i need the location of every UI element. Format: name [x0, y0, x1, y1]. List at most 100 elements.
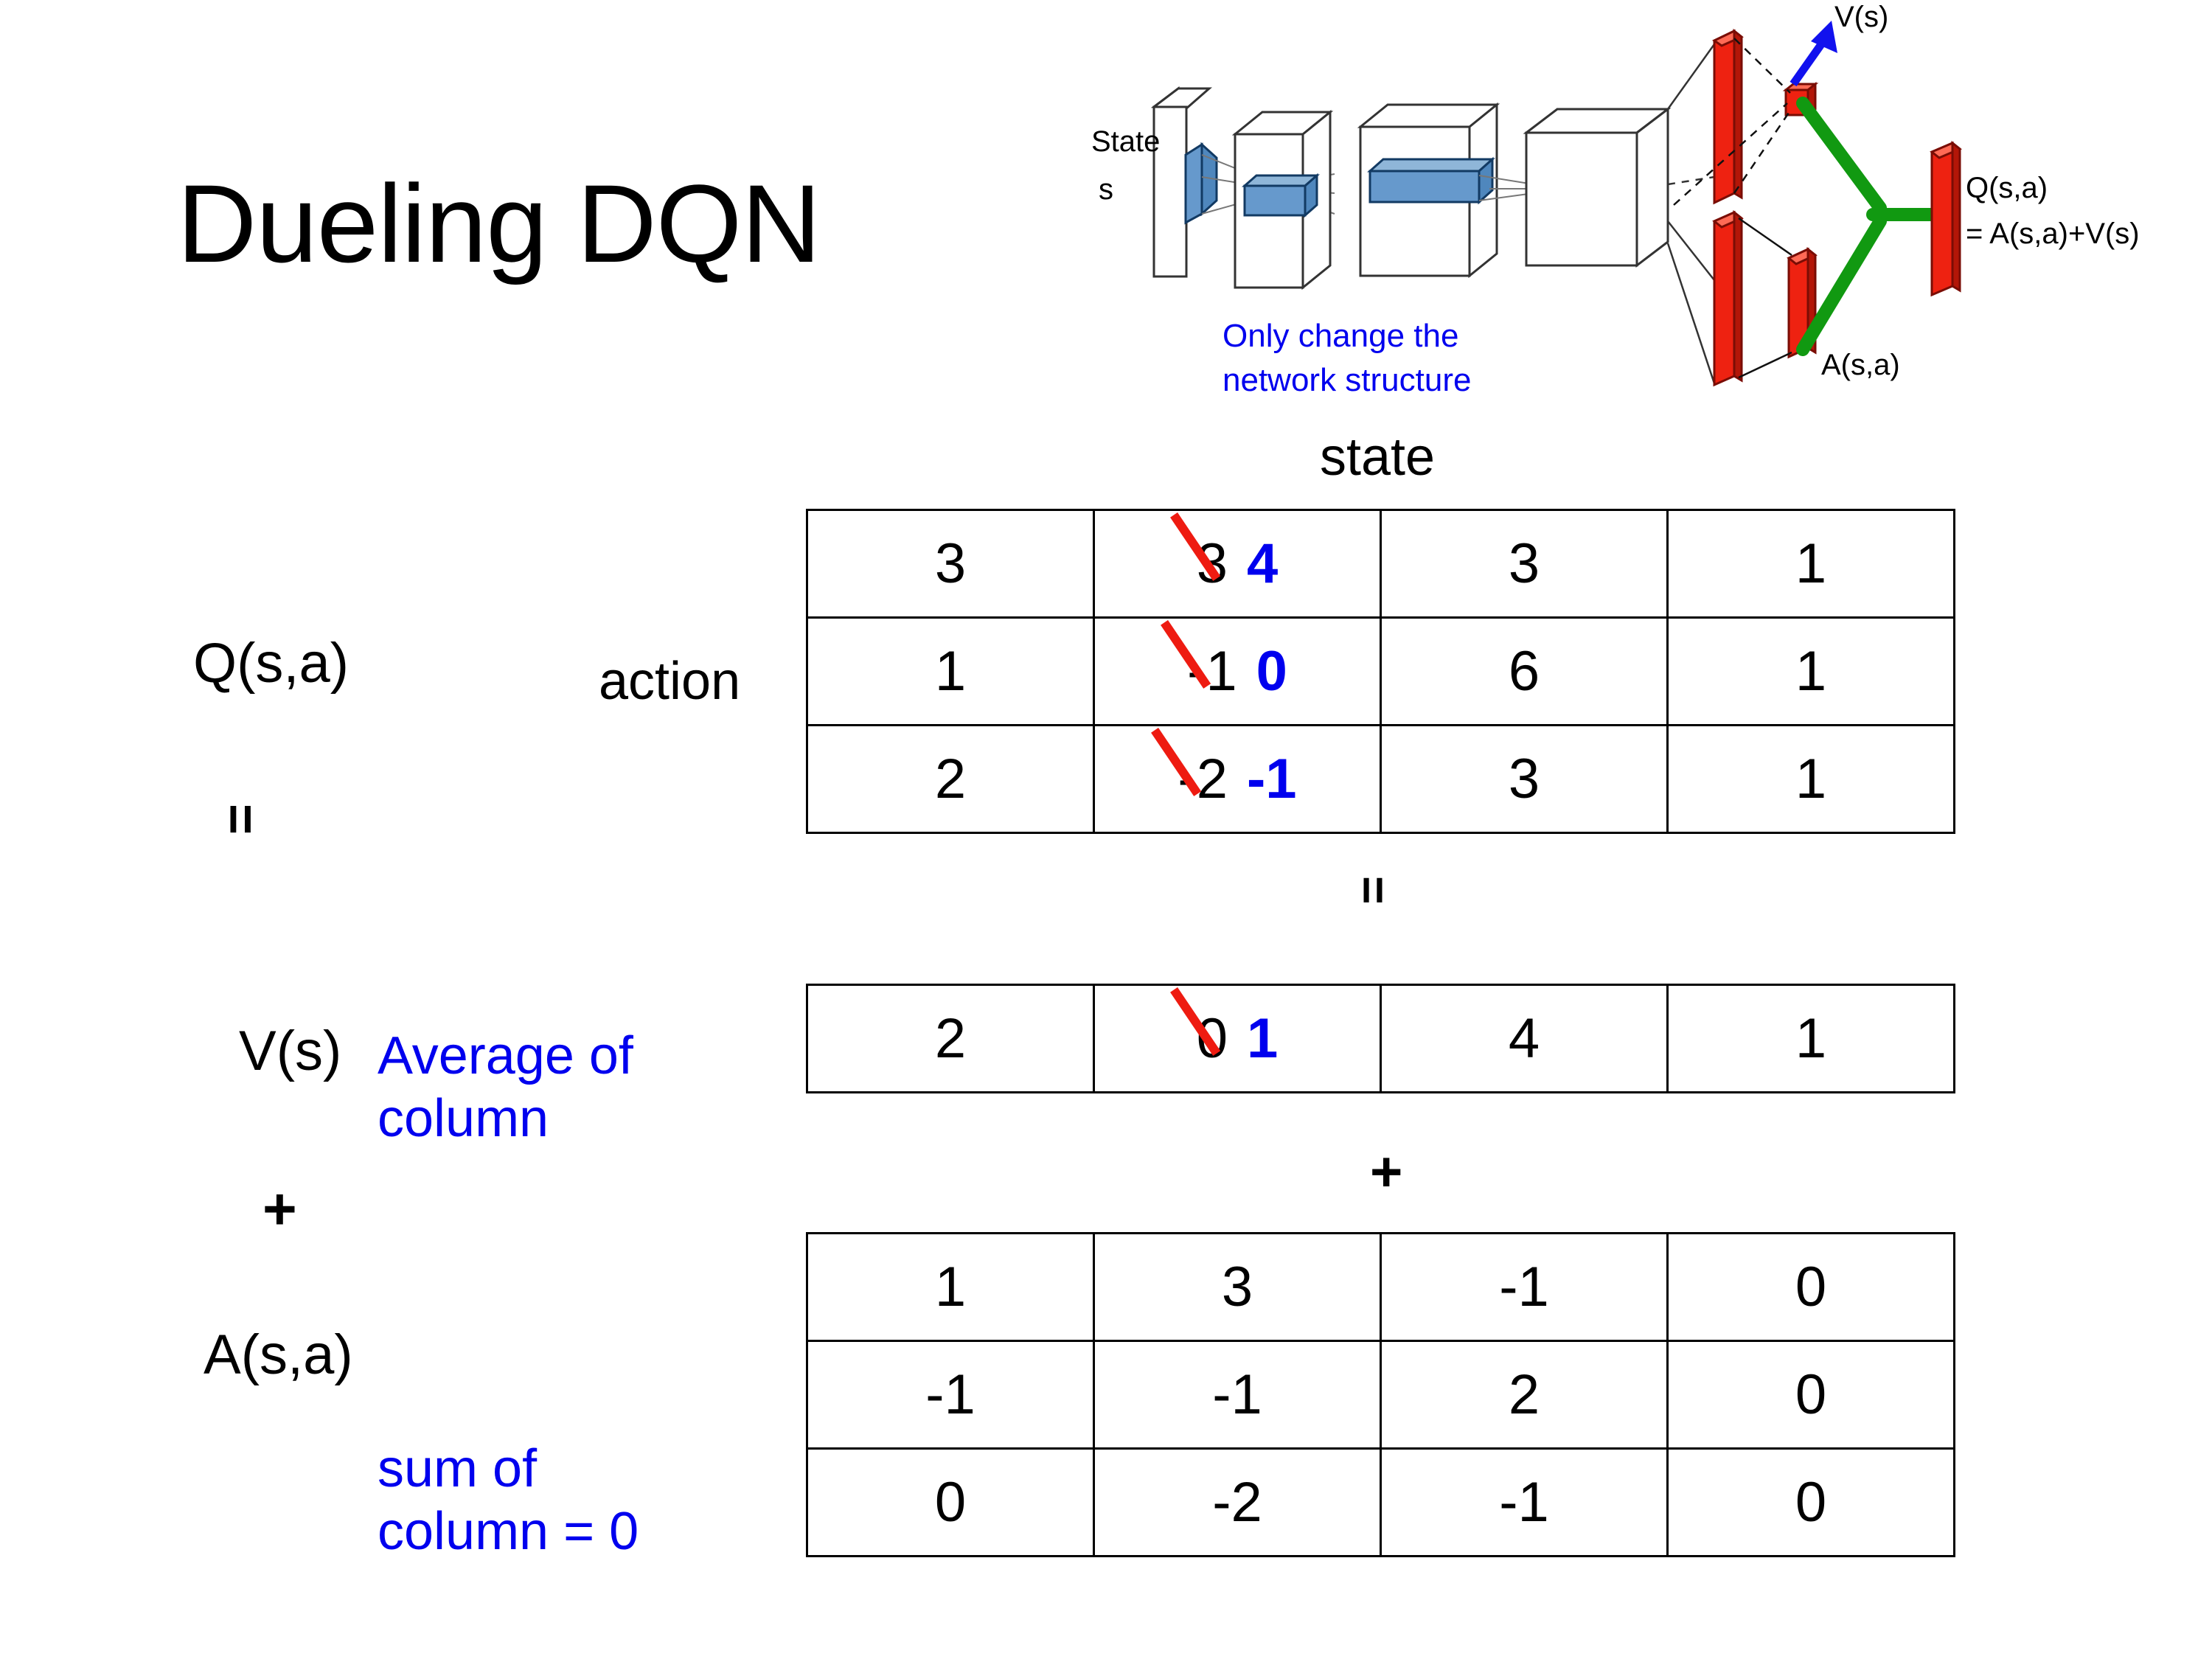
cell-value: 0: [1795, 1471, 1827, 1534]
cell-old-value: -1: [1187, 640, 1237, 703]
q-label-line1: Q(s,a): [1966, 172, 2048, 204]
advantage-links: [1738, 217, 1792, 379]
cell-q-2-3: 1: [1666, 724, 1955, 834]
cell-v-0-2: 4: [1380, 984, 1669, 1093]
cell-value: 1: [1795, 1007, 1827, 1070]
cell-value: 1: [1795, 532, 1827, 595]
cell-value: 4: [1508, 1007, 1540, 1070]
cell-value: 3: [1508, 532, 1540, 595]
advantage-value-table: 1 3 -1 0 -1 -1 2 0 0 -2 -1 0: [806, 1232, 1955, 1557]
cell-q-2-0: 2: [806, 724, 1095, 834]
state-axis-label: state: [1320, 428, 1436, 487]
v-table-label: V(s): [239, 1020, 342, 1082]
network-note-line2: network structure: [1222, 362, 1471, 398]
cell-value: 3: [934, 532, 967, 595]
value-label: V(s): [1834, 1, 1888, 33]
value-arrow-head: [1811, 21, 1837, 53]
cell-a-2-0: 0: [806, 1447, 1095, 1557]
cell-value: 2: [934, 1007, 967, 1070]
cell-q-1-0: 1: [806, 616, 1095, 726]
table-row: 1 -1 0 6 1: [806, 616, 1955, 726]
aggregation-green-links: [1796, 97, 1938, 356]
cell-q-1-1: -1 0: [1093, 616, 1382, 726]
cell-value: 2: [934, 748, 967, 810]
cell-q-1-3: 1: [1666, 616, 1955, 726]
cell-q-2-2: 3: [1380, 724, 1669, 834]
cell-old-value: -2: [1178, 748, 1228, 810]
conv-cube-3: [1523, 106, 1672, 268]
cell-a-1-1: -1: [1093, 1340, 1382, 1450]
table-row: -1 -1 2 0: [806, 1340, 1955, 1450]
cell-old-value: 0: [1196, 1007, 1228, 1070]
cell-value: -1: [1499, 1471, 1549, 1534]
cell-q-1-2: 6: [1380, 616, 1669, 726]
v-value-table: 2 0 1 4 1: [806, 984, 1955, 1093]
cell-q-2-1: -2 -1: [1093, 724, 1382, 834]
state-input-label-line2: s: [1099, 173, 1113, 206]
advantage-label: A(s,a): [1821, 349, 1900, 381]
cell-new-value: 0: [1256, 640, 1287, 703]
sum-of-column-note: sum of column = 0: [378, 1439, 639, 1561]
equals-sign-middle: =: [1346, 876, 1401, 905]
value-dashed-links: [1673, 38, 1792, 206]
cell-a-1-0: -1: [806, 1340, 1095, 1450]
cell-value: 3: [1221, 1256, 1253, 1318]
cell-value: 1: [1795, 640, 1827, 703]
cell-a-1-2: 2: [1380, 1340, 1669, 1450]
cell-a-2-2: -1: [1380, 1447, 1669, 1557]
cell-v-0-0: 2: [806, 984, 1095, 1093]
a-table-label: A(s,a): [204, 1324, 353, 1386]
cell-a-2-1: -2: [1093, 1447, 1382, 1557]
q-value-table: 3 3 4 3 1 1 -1 0 6 1 2 -2 -1 3 1: [806, 509, 1955, 834]
average-of-column-note: Average of column: [378, 1026, 633, 1148]
action-axis-label: action: [599, 652, 741, 711]
plus-sign-left: +: [262, 1176, 297, 1242]
cell-a-0-2: -1: [1380, 1232, 1669, 1342]
cell-value: 1: [934, 640, 967, 703]
cell-a-0-1: 3: [1093, 1232, 1382, 1342]
cell-value: 0: [934, 1471, 967, 1534]
cell-value: -2: [1212, 1471, 1262, 1534]
table-row: 0 -2 -1 0: [806, 1447, 1955, 1557]
cell-a-0-0: 1: [806, 1232, 1095, 1342]
cell-value: 6: [1508, 640, 1540, 703]
cell-value: -1: [1499, 1256, 1549, 1318]
cell-value: -1: [1212, 1363, 1262, 1426]
cell-value: 1: [1795, 748, 1827, 810]
cell-value: 0: [1795, 1363, 1827, 1426]
dueling-network-diagram: V(s) State s Only change the net: [1091, 0, 2212, 413]
cell-q-0-0: 3: [806, 509, 1095, 619]
cell-new-value: -1: [1247, 748, 1297, 810]
cell-value: -1: [925, 1363, 975, 1426]
cell-new-value: 4: [1247, 532, 1279, 595]
table-row: 2 0 1 4 1: [806, 984, 1955, 1093]
split-lines: [1666, 44, 1716, 384]
input-plane-shape: [1150, 86, 1212, 278]
cell-a-2-3: 0: [1666, 1447, 1955, 1557]
cell-a-0-3: 0: [1666, 1232, 1955, 1342]
conv-patch-1: [1242, 173, 1320, 218]
table-row: 1 3 -1 0: [806, 1232, 1955, 1342]
value-stream-bar: [1712, 28, 1744, 205]
cell-old-value: 3: [1196, 532, 1228, 595]
advantage-stream-bar: [1712, 209, 1744, 387]
cell-value: 2: [1508, 1363, 1540, 1426]
q-label-line2: = A(s,a)+V(s): [1966, 218, 2140, 250]
state-input-label-line1: State: [1091, 125, 1160, 158]
cell-v-0-1: 0 1: [1093, 984, 1382, 1093]
cell-value: 1: [934, 1256, 967, 1318]
cell-q-0-1: 3 4: [1093, 509, 1382, 619]
table-row: 3 3 4 3 1: [806, 509, 1955, 619]
network-note-line1: Only change the: [1222, 318, 1458, 354]
cell-new-value: 1: [1247, 1007, 1279, 1070]
page-title: Dueling DQN: [177, 161, 821, 285]
cell-value: 0: [1795, 1256, 1827, 1318]
conv-patch-2: [1367, 156, 1495, 205]
q-table-label: Q(s,a): [193, 632, 349, 695]
cell-a-1-3: 0: [1666, 1340, 1955, 1450]
plus-sign-middle: +: [1370, 1141, 1403, 1203]
cell-q-0-2: 3: [1380, 509, 1669, 619]
equals-sign-left: =: [211, 804, 270, 835]
cell-q-0-3: 1: [1666, 509, 1955, 619]
table-row: 2 -2 -1 3 1: [806, 724, 1955, 834]
